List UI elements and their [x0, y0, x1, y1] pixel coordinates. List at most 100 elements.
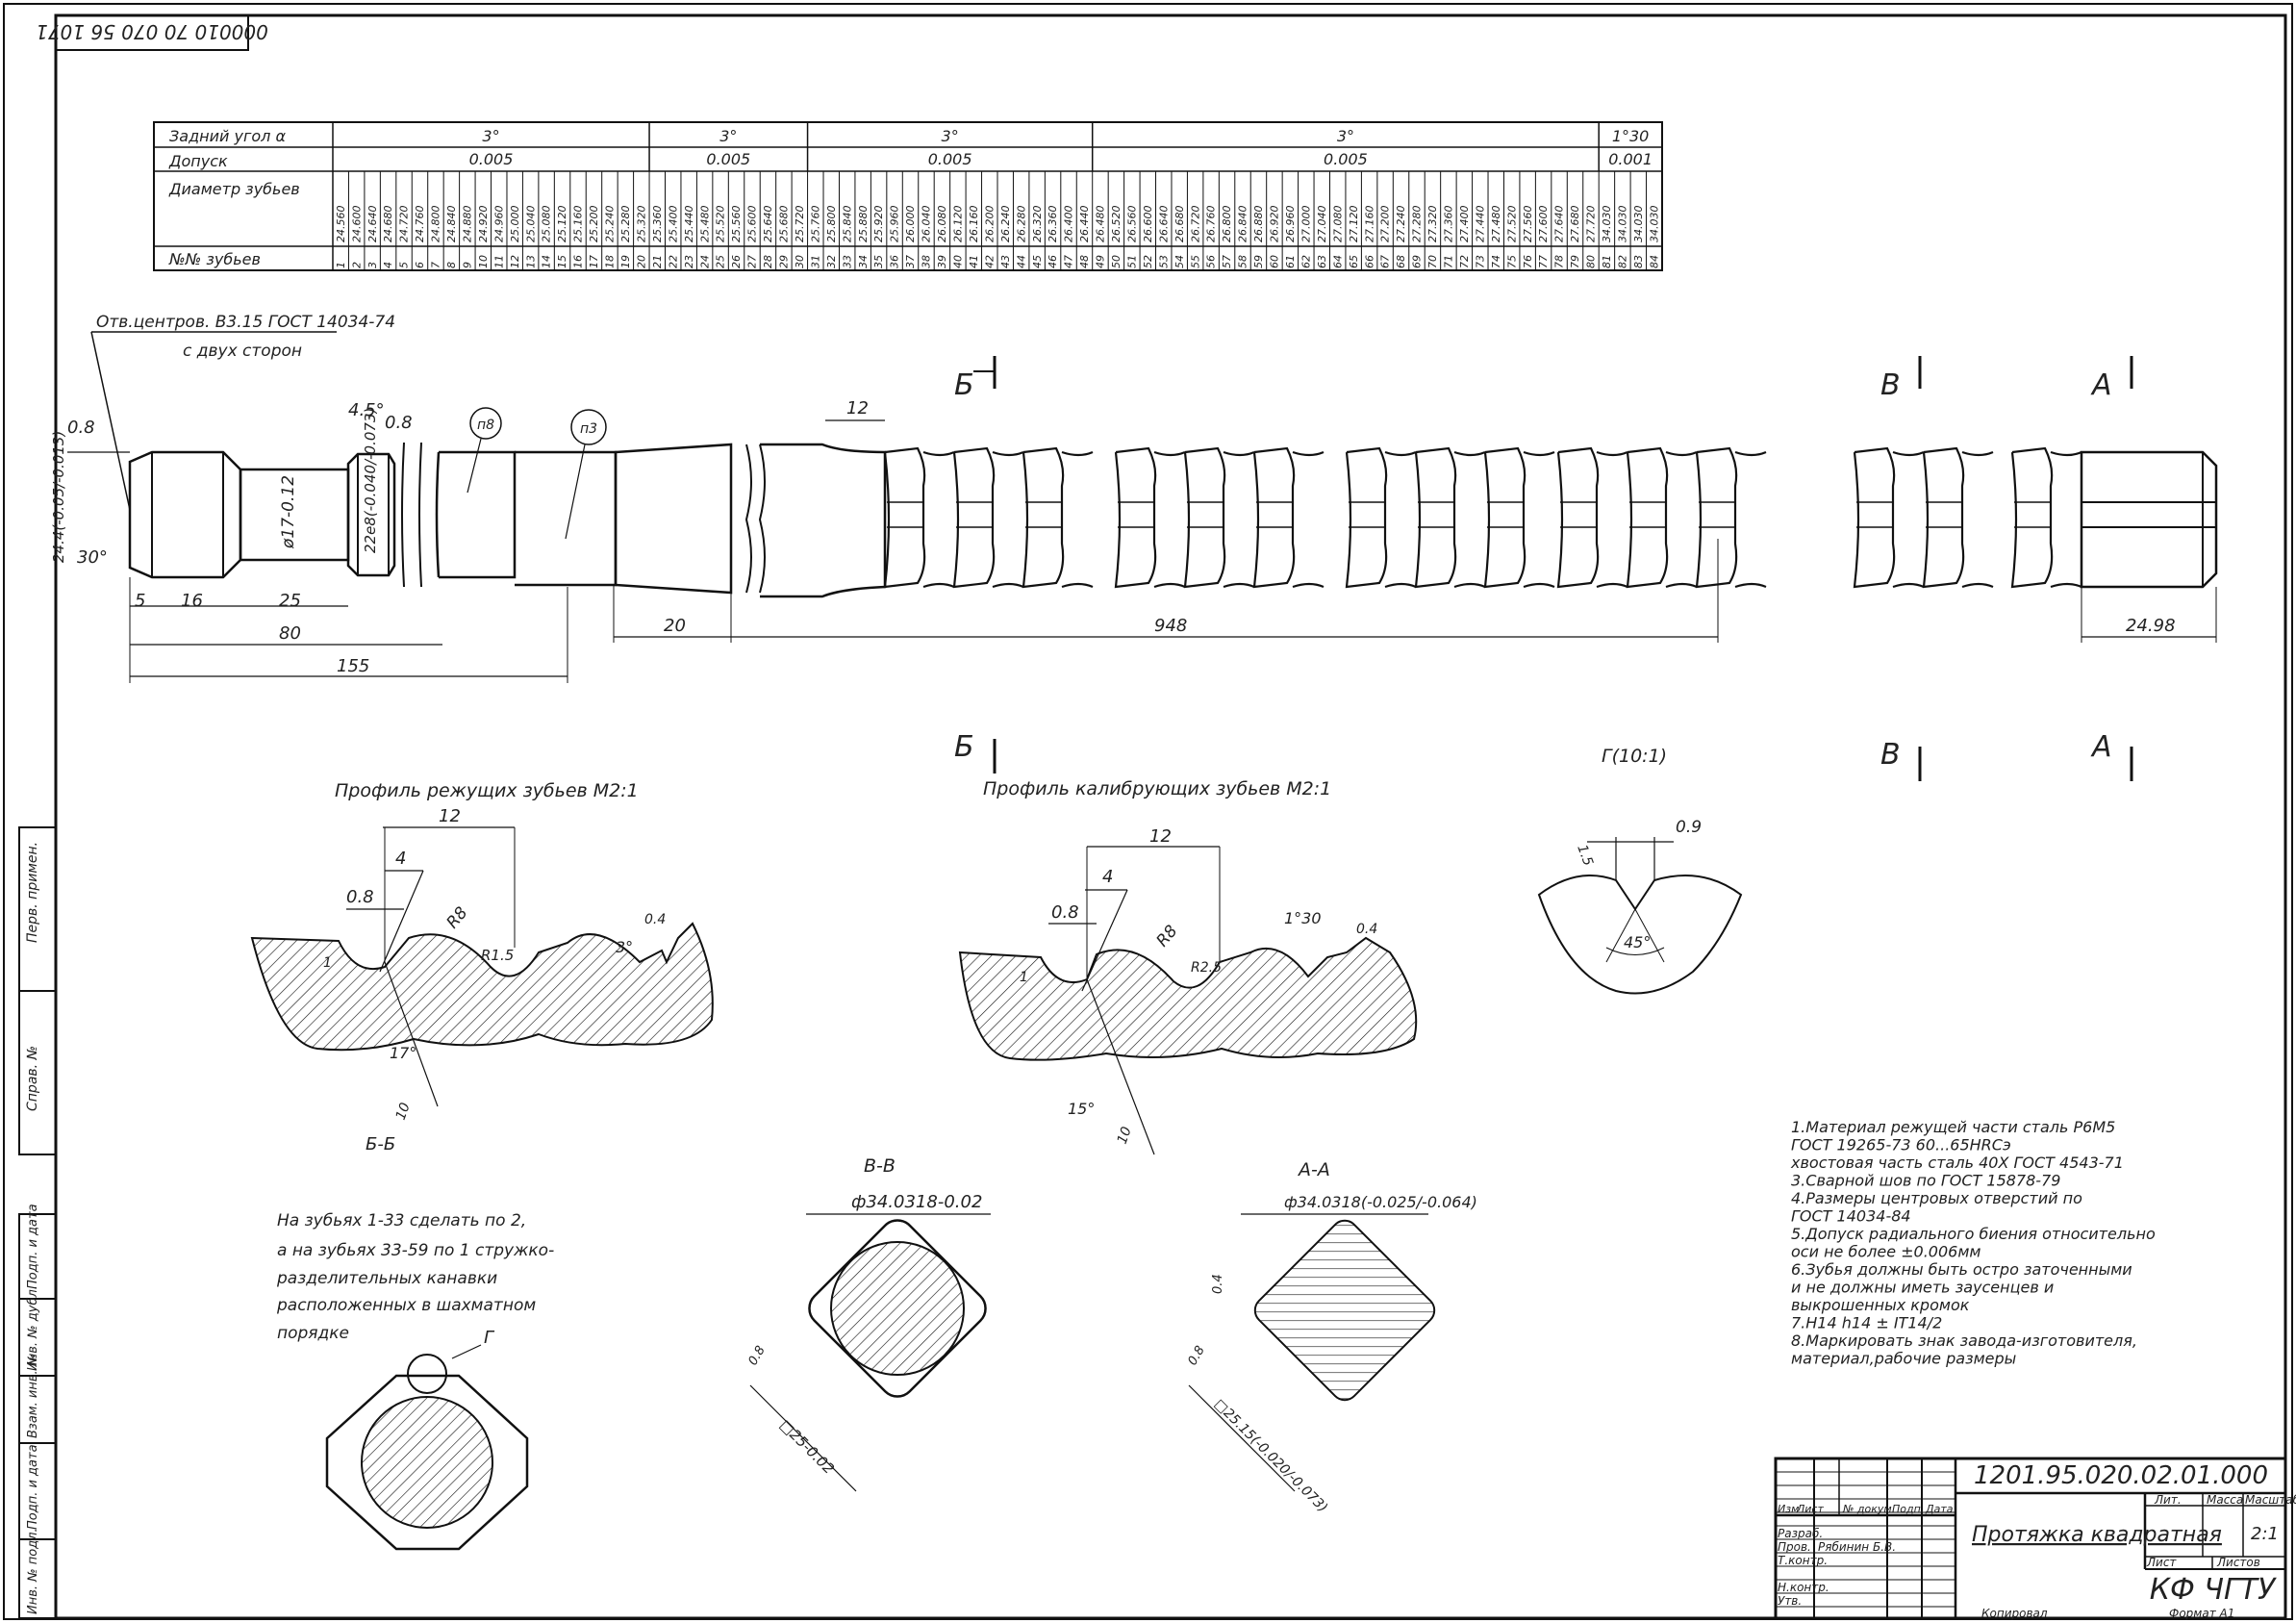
svg-text:Лист: Лист: [1796, 1503, 1824, 1515]
tooth-diameter: 25.480: [698, 206, 711, 243]
svg-text:20: 20: [664, 616, 686, 636]
tooth-diameter: 25.000: [509, 206, 521, 243]
tooth-number: 31: [809, 255, 821, 268]
tooth-diameter: 27.360: [1443, 206, 1455, 243]
tooth-diameter: 26.560: [1125, 206, 1138, 243]
svg-text:3°: 3°: [616, 938, 633, 956]
tolerance-value: 0.005: [928, 150, 972, 168]
round-section: Г: [325, 1328, 529, 1551]
tooth-number: 80: [1585, 255, 1598, 268]
angle-value: 1°30: [1612, 127, 1650, 145]
svg-text:12: 12: [439, 806, 461, 826]
tooth-diameter: 26.040: [921, 206, 933, 243]
tooth-number: 57: [1221, 255, 1233, 268]
tooth-diameter: 24.880: [461, 206, 473, 243]
svg-text:Б: Б: [954, 368, 974, 402]
tooth-diameter: 25.280: [619, 206, 632, 243]
tooth-number: 60: [1269, 255, 1281, 268]
tooth-diameter: 24.840: [445, 206, 458, 243]
tooth-number: 46: [1047, 255, 1059, 268]
tooth-number: 19: [619, 255, 632, 268]
tooth-diameter: 27.560: [1522, 206, 1534, 243]
svg-text:Лист: Лист: [2146, 1556, 2177, 1569]
svg-text:1.5: 1.5: [1574, 843, 1596, 868]
tolerance-value: 0.005: [706, 150, 750, 168]
tooth-diameter: 24.960: [492, 206, 505, 243]
svg-text:ø17-0.12: ø17-0.12: [279, 475, 298, 549]
tooth-diameter: 25.920: [872, 206, 885, 243]
svg-text:Рябинин Б.В.: Рябинин Б.В.: [1818, 1540, 1896, 1554]
tooth-diameter: 26.960: [1284, 206, 1297, 243]
tooth-number: 59: [1252, 255, 1265, 268]
tooth-diameter: 25.120: [556, 206, 568, 243]
svg-text:155: 155: [337, 656, 369, 676]
tooth-number: 65: [1348, 255, 1360, 268]
requirement-line: и не должны иметь заусенцев и: [1791, 1279, 2054, 1297]
tooth-diameter: 25.400: [667, 206, 679, 243]
svg-text:25: 25: [279, 591, 301, 611]
requirement-line: 1.Материал режущей части сталь Р6М5: [1791, 1118, 2115, 1136]
tooth-diameter: 26.920: [1269, 206, 1281, 243]
tooth-number: 15: [556, 255, 568, 268]
svg-text:80: 80: [279, 623, 301, 644]
tooth-number: 79: [1569, 255, 1581, 268]
tooth-diameter: 27.080: [1331, 206, 1344, 243]
tooth-number: 73: [1474, 255, 1486, 268]
cut-section-label: Б-Б: [366, 1134, 395, 1154]
svg-text:17°: 17°: [390, 1044, 416, 1062]
tooth-diameter: 27.720: [1585, 206, 1598, 243]
section-mark-v-top: В: [1880, 356, 1922, 402]
broach-tooth: [1345, 446, 1417, 589]
tooth-diameter: 25.040: [524, 206, 537, 243]
requirement-line: хвостовая часть сталь 40Х ГОСТ 4543-71: [1790, 1154, 2124, 1172]
inv-dubl-label: Инв. № дубл.: [26, 1285, 40, 1371]
tooth-diameter: 26.240: [999, 206, 1012, 243]
section-v-v: В-В ф34.0318-0.02 □25-0.02 0.8: [745, 1155, 991, 1492]
tooth-diameter: 34.030: [1632, 206, 1645, 243]
tooth-diameter: 25.760: [809, 206, 821, 243]
tooth-number: 42: [983, 255, 996, 268]
tooth-diameter: 24.640: [366, 206, 379, 243]
broach-tooth: [1252, 446, 1325, 589]
tooth-diameter: 34.030: [1648, 206, 1660, 243]
tooth-number: 37: [904, 255, 917, 268]
svg-text:В: В: [1880, 738, 1901, 772]
tooth-diameter: 27.200: [1379, 206, 1392, 243]
tooth-diameter: 26.200: [983, 206, 996, 243]
tooth-diameter: 26.680: [1173, 206, 1186, 243]
tooth-number: 6: [414, 262, 426, 268]
requirement-line: 3.Сварной шов по ГОСТ 15878-79: [1791, 1172, 2060, 1190]
tooth-number: 69: [1411, 255, 1424, 268]
broach-tooth: [1626, 446, 1698, 589]
tooth-diameter: 25.720: [794, 206, 806, 243]
section-mark-a-bottom: А: [2090, 730, 2133, 781]
tooth-diameter: 24.560: [335, 206, 347, 243]
tooth-number: 5: [398, 262, 411, 268]
tooth-diameter: 25.640: [762, 206, 774, 243]
tooth-number: 55: [1189, 255, 1201, 268]
requirement-line: 7.Н14 h14 ± IT14/2: [1791, 1314, 1942, 1332]
tooth-diameter: 26.760: [1205, 206, 1218, 243]
tooth-diameter: 24.800: [430, 206, 442, 243]
tooth-number: 24: [698, 255, 711, 268]
aa-label: А-А: [1297, 1159, 1330, 1180]
tooth-diameter: 26.080: [936, 206, 948, 243]
row-label-num: №№ зубьев: [168, 250, 261, 268]
broach-tooth: [1853, 446, 1925, 589]
tooth-diameter: 26.520: [1110, 206, 1123, 243]
svg-text:Г: Г: [484, 1328, 495, 1348]
tooth-number: 82: [1616, 255, 1628, 268]
tooth-number: 70: [1426, 255, 1439, 268]
svg-text:4: 4: [395, 849, 406, 869]
svg-text:А: А: [2090, 730, 2112, 764]
tooth-diameter: 24.680: [382, 206, 394, 243]
svg-text:ф34.0318-0.02: ф34.0318-0.02: [851, 1192, 982, 1212]
tooth-diameter: 25.600: [746, 206, 759, 243]
svg-text:порядке: порядке: [277, 1324, 349, 1343]
tooth-diameter: 24.760: [414, 206, 426, 243]
tooth-number: 27: [746, 255, 759, 268]
cal-profile-title: Профиль калибрующих зубьев М2:1: [983, 778, 1331, 799]
tooth-number: 81: [1601, 255, 1613, 268]
svg-text:5: 5: [135, 591, 145, 611]
tooth-number: 45: [1031, 255, 1044, 268]
